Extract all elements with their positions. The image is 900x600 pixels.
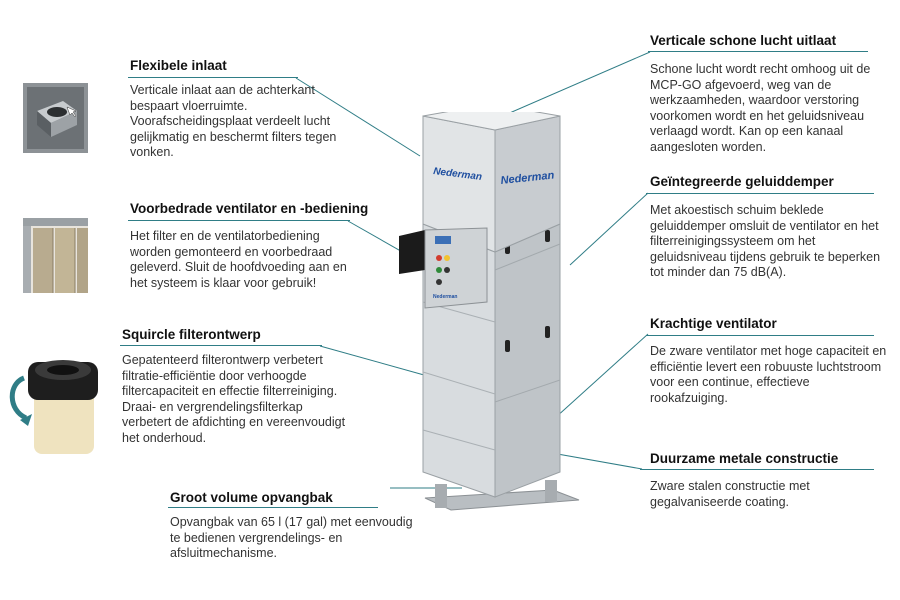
feature-title-outlet: Verticale schone lucht uitlaat (650, 33, 837, 48)
rule-silencer (646, 193, 874, 194)
rule-fan-control (128, 220, 350, 221)
rule-outlet (648, 51, 868, 52)
rule-fan (646, 335, 874, 336)
leader-line-filter (319, 345, 425, 376)
inlet-thumbnail (23, 83, 88, 153)
rule-construction (640, 469, 874, 470)
feature-title-inlet: Flexibele inlaat (130, 58, 227, 73)
feature-title-construction: Duurzame metale constructie (650, 451, 839, 466)
feature-body-filter: Gepatenteerd filterontwerp verbetert fil… (122, 353, 346, 445)
leader-line-inlet (295, 77, 421, 157)
feature-body-fan-control: Het filter en de ventilatorbediening wor… (130, 229, 347, 290)
feature-body-fan: De zware ventilator met hoge capaciteit … (650, 344, 887, 405)
feature-body-inlet: Verticale inlaat aan de achterkant bespa… (130, 83, 337, 160)
fan-control-thumbnail (23, 218, 88, 293)
machine-illustration: Nederman Nederman Nederman (399, 112, 580, 511)
feature-body-bin: Opvangbak van 65 l (17 gal) met eenvoudi… (170, 515, 413, 561)
brand-label-side: Nederman (500, 169, 555, 187)
squircle-filter-thumbnail (6, 348, 98, 456)
feature-title-filter: Squircle filterontwerp (122, 327, 261, 342)
feature-body-silencer: Met akoestisch schuim beklede geluiddemp… (650, 203, 881, 280)
feature-title-fan-control: Voorbedrade ventilator en -bediening (130, 201, 369, 216)
rule-bin (168, 507, 378, 508)
leader-line-fan (554, 333, 649, 419)
feature-title-silencer: Geïntegreerde geluiddemper (650, 174, 834, 189)
rule-filter (120, 345, 322, 346)
rule-inlet (128, 77, 298, 78)
feature-body-outlet: Schone lucht wordt recht omhoog uit de M… (650, 62, 871, 154)
panel-badge: Nederman (433, 294, 457, 300)
feature-body-construction: Zware stalen constructie met gegalvanise… (650, 479, 810, 509)
feature-title-fan: Krachtige ventilator (650, 316, 777, 331)
feature-title-bin: Groot volume opvangbak (170, 490, 333, 505)
leader-line-silencer (569, 192, 649, 266)
leader-line-outlet (497, 51, 651, 119)
